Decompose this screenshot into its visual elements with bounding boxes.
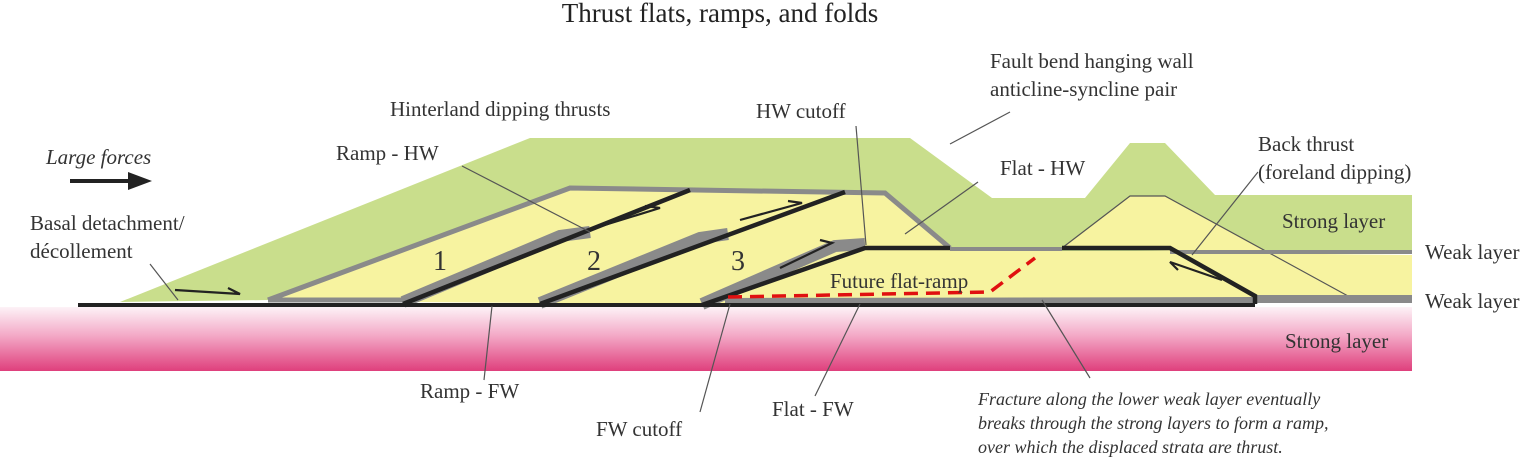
slice-1 xyxy=(268,188,690,302)
weak-layer-ramp-2 xyxy=(537,228,729,309)
back-thrust-fault xyxy=(1062,245,1258,304)
leader-ramp-hw xyxy=(461,165,591,233)
diagram-title: Thrust flats, ramps, and folds xyxy=(562,0,878,28)
label-weak-layer-2: Weak layer xyxy=(1425,289,1520,313)
force-arrow-icon xyxy=(128,172,152,190)
green-strong-layer xyxy=(120,138,1412,302)
slip-arrow-2 xyxy=(739,199,803,222)
thrust-fault-3 xyxy=(701,245,950,308)
leader-basal xyxy=(149,263,179,301)
label-flat-hw: Flat - HW xyxy=(1000,156,1085,180)
future-flat-ramp-line xyxy=(727,256,1037,299)
slice-number-2: 2 xyxy=(587,246,601,277)
label-strong-layer-bottom: Strong layer xyxy=(1285,329,1388,353)
label-flat-fw: Flat - FW xyxy=(772,397,854,421)
label-fault-bend-1: Fault bend hanging wall xyxy=(990,49,1194,73)
label-back-thrust-1: Back thrust xyxy=(1258,132,1354,156)
back-thrust-outline xyxy=(1061,195,1349,297)
slice-front xyxy=(702,248,1348,304)
label-hw-cutoff: HW cutoff xyxy=(756,99,846,123)
back-thrust-wedge xyxy=(1062,196,1348,296)
leader-flat-fw xyxy=(814,303,861,397)
label-fracture-3: over which the displaced strata are thru… xyxy=(978,437,1283,457)
label-fracture-2: breaks through the strong layers to form… xyxy=(978,413,1329,433)
label-hinterland: Hinterland dipping thrusts xyxy=(390,97,610,121)
leader-fault-bend xyxy=(949,111,1011,145)
thrust-fault-2 xyxy=(539,189,846,307)
label-fault-bend-2: anticline-syncline pair xyxy=(990,77,1177,101)
slice-2 xyxy=(403,190,845,303)
label-weak-layer-1: Weak layer xyxy=(1425,240,1520,264)
label-fw-cutoff: FW cutoff xyxy=(596,417,682,441)
thrust-fault-1 xyxy=(402,187,691,307)
label-ramp-hw: Ramp - HW xyxy=(336,141,439,165)
label-fracture-1: Fracture along the lower weak layer even… xyxy=(977,389,1320,409)
slip-arrow-1 xyxy=(594,204,661,230)
leader-hw-cutoff xyxy=(855,125,867,246)
slip-arrow-basal xyxy=(174,287,241,296)
leader-back-thrust xyxy=(1191,171,1259,256)
weak-layer-ramp-3 xyxy=(699,238,866,310)
weak-layer-lower xyxy=(724,297,1256,304)
slice-number-3: 3 xyxy=(731,246,745,277)
slip-arrow-back-thrust xyxy=(1169,260,1223,282)
slice-3 xyxy=(540,193,950,304)
strong-layer-lower xyxy=(0,307,1412,371)
leader-flat-hw xyxy=(904,181,979,235)
label-future-flat-ramp: Future flat-ramp xyxy=(830,269,968,293)
slice-number-1: 1 xyxy=(433,246,447,277)
label-ramp-fw: Ramp - FW xyxy=(420,379,519,403)
label-back-thrust-2: (foreland dipping) xyxy=(1258,160,1411,184)
leader-ramp-fw xyxy=(483,305,493,381)
label-basal-detachment: Basal detachment/ xyxy=(30,211,185,235)
label-decollement: décollement xyxy=(30,239,133,263)
weak-layer-hanging-wall xyxy=(267,185,952,303)
slip-arrow-3 xyxy=(779,238,836,269)
leader-fw-cutoff xyxy=(699,303,731,413)
large-forces-label: Large forces xyxy=(45,145,151,169)
leader-fracture xyxy=(1041,299,1091,379)
label-strong-layer-top: Strong layer xyxy=(1282,209,1385,233)
